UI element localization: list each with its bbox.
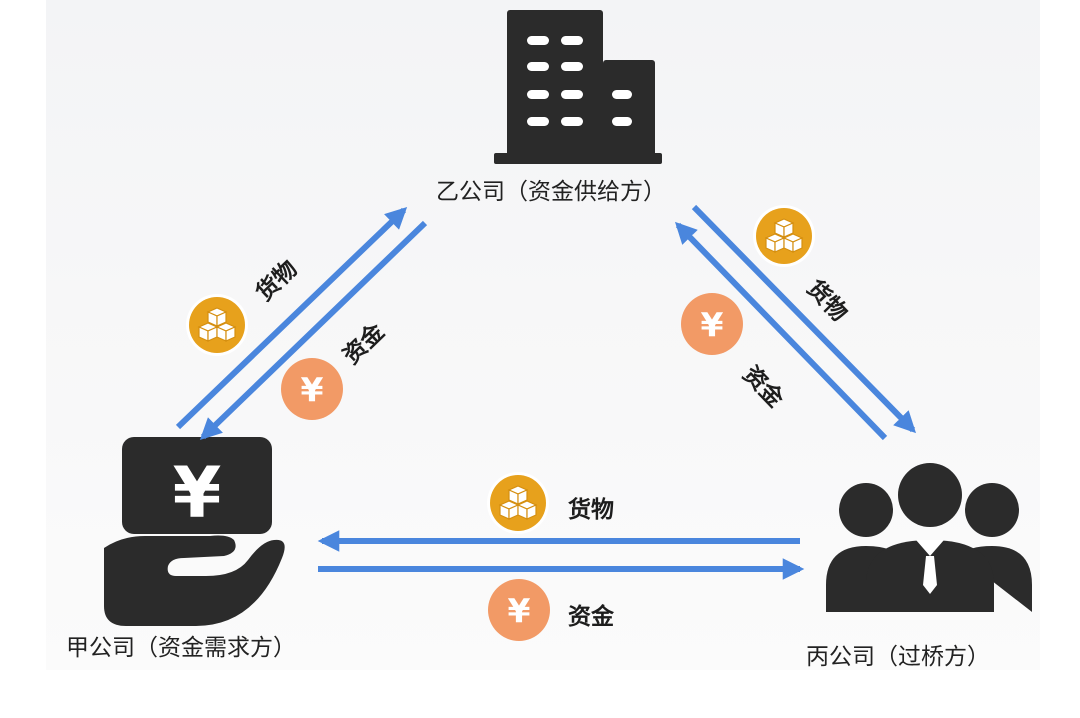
hand-holding-yen-icon: ¥: [104, 437, 285, 626]
node-label-right: 丙公司（过桥方）: [806, 644, 990, 670]
edge-label-funds-bottom: 资金: [568, 604, 614, 630]
node-label-left: 甲公司（资金需求方）: [66, 635, 296, 661]
goods-badge-bottom: [487, 472, 549, 534]
arrow-goods-left-to-top: [175, 207, 408, 430]
arrow-funds-right-to-top: [674, 221, 888, 441]
edge-label-goods-bottom: 货物: [568, 497, 614, 523]
group-of-people-icon: [826, 463, 1032, 612]
arrow-goods-top-to-right: [691, 204, 917, 434]
svg-text:¥: ¥: [701, 305, 724, 344]
arrow-funds-top-to-left: [199, 220, 428, 440]
office-building-icon: [494, 10, 662, 164]
goods-badge-right: [753, 205, 815, 267]
hand-yen-symbol: ¥: [173, 452, 222, 534]
svg-text:¥: ¥: [301, 370, 324, 409]
yen-coin-left: ¥: [281, 358, 343, 420]
node-label-top: 乙公司（资金供给方）: [436, 179, 666, 205]
flow-arrows: [175, 204, 917, 580]
yen-coin-right: ¥: [681, 293, 743, 355]
svg-text:¥: ¥: [508, 591, 531, 630]
yen-coin-bottom: ¥: [488, 579, 550, 641]
goods-badge-left: [186, 294, 248, 356]
